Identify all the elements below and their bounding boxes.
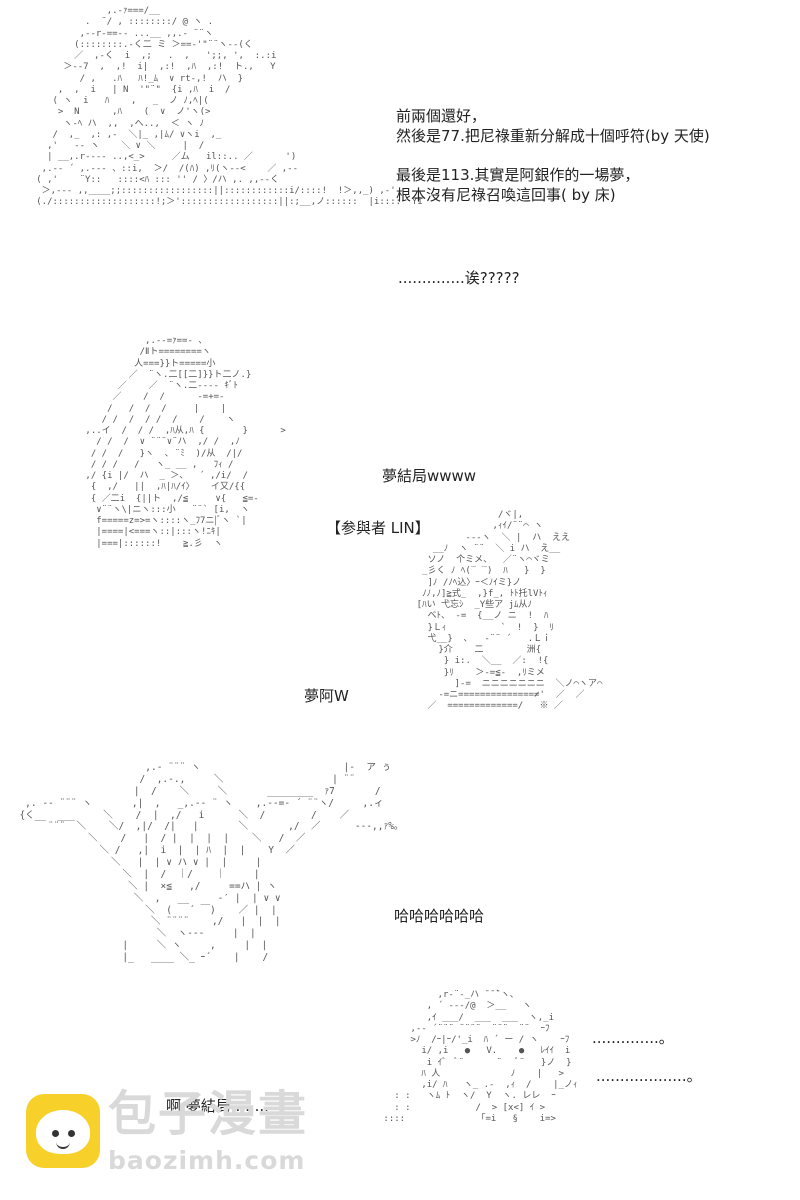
- dialogue-line: ..............诶?????: [398, 269, 520, 287]
- eye-icon: [68, 1130, 75, 1137]
- participant-label: 【参與者 LIN】: [326, 519, 430, 537]
- ascii-art-character-5: ,r‐¨‐_ハ ̄ ̄ ̄`ヽ、 , ´ -‐-/@ ＞__ ヽ ,ｲ ___/…: [383, 990, 578, 1124]
- dialogue-line: 哈哈哈哈哈哈: [394, 907, 485, 925]
- dialogue-line: 然後是77.把尼祿重新分解成十個呼符(by 天使): [396, 127, 710, 146]
- dialogue-line: 啊 夢結局........: [166, 1097, 269, 1115]
- eye-icon: [52, 1130, 59, 1137]
- watermark-brand-cn: 包子漫畫: [108, 1086, 309, 1142]
- watermark-brand-en: baozimh.com: [108, 1146, 306, 1175]
- ascii-art-character-1: ,.-ｧ===/__ . ¨/ , ::::::::/ @ ヽ . ,--r-=…: [36, 6, 423, 208]
- dialogue-line: ...................。: [596, 1067, 702, 1085]
- dialogue-line: ..............。: [592, 1029, 674, 1047]
- baozi-logo-icon: [26, 1094, 100, 1168]
- dialogue-line: 夢阿W: [304, 687, 349, 705]
- ascii-art-character-4: ,.- ¨¨¨ ヽ |‐ ア ぅ / ,.-., ＼ | ¨¨ | / ＼ ＼ …: [19, 762, 404, 963]
- dialogue-line: 最後是113.其實是阿銀作的一場夢，: [396, 165, 640, 184]
- dialogue-line: 夢結局wwww: [382, 467, 477, 485]
- smile-icon: [56, 1140, 70, 1149]
- dialogue-line: 前兩個還好，: [396, 107, 487, 125]
- ascii-art-character-3: /ヾ|, ,ｨｲ/¨¨⌒ ヽ ---ヽ ＼ | ハ ええ __ﾉ ヽ ¨¨ ＼ …: [416, 510, 603, 712]
- ascii-art-character-2: ,.-‐=ｧ==- 、 /Ⅱト========ヽ 人===}}ト=====小 ／…: [85, 336, 286, 549]
- dialogue-block-summary: 前兩個還好， 然後是77.把尼祿重新分解成十個呼符(by 天使) 最後是113.…: [396, 106, 710, 205]
- dialogue-line: 根本沒有尼祿召喚這回事( by 床): [396, 185, 616, 204]
